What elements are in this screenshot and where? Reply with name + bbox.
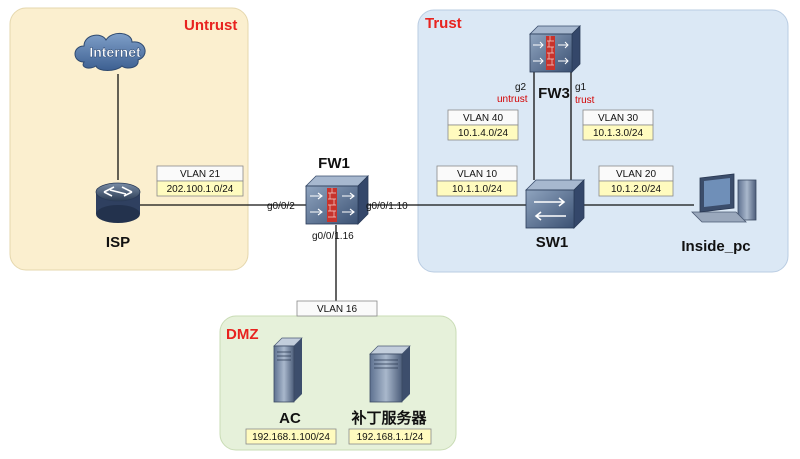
fw3-port-g1: g1: [575, 82, 587, 93]
isp-label: ISP: [106, 234, 130, 251]
vlan10-label: VLAN 10: [457, 169, 497, 180]
ac-ip: 192.168.1.100/24: [252, 432, 330, 443]
patch-server-ip: 192.168.1.1/24: [357, 432, 424, 443]
vlan20-box: [598, 165, 674, 197]
vlan30-box: [582, 109, 654, 141]
router-icon: [95, 182, 141, 223]
vlan16-label: VLAN 16: [317, 304, 357, 315]
patch-ip-box: [348, 428, 432, 445]
patch-server-label: 补丁服务器: [350, 409, 427, 427]
zone-title-untrust: Untrust: [184, 17, 237, 34]
fw1-port-g002: g0/0/2: [267, 201, 295, 212]
vlan16-box: [296, 300, 378, 317]
firewall-icon: [529, 25, 581, 73]
server-icon: [273, 337, 303, 403]
links: [117, 72, 694, 301]
switch-icon: [525, 179, 585, 229]
fw3-label: FW3: [538, 85, 570, 102]
vlan20-label: VLAN 20: [616, 169, 656, 180]
vlan40-box: [447, 109, 519, 141]
pc-icon: [691, 173, 757, 223]
vlan21-box: [156, 165, 244, 197]
vlan20-subnet: 10.1.2.0/24: [611, 184, 661, 195]
fw3-g1-zone: trust: [575, 95, 595, 106]
vlan21-label: VLAN 21: [180, 169, 220, 180]
fw1-label: FW1: [318, 155, 350, 172]
vlan21-subnet: 202.100.1.0/24: [167, 184, 234, 195]
zone-title-trust: Trust: [425, 15, 462, 32]
cloud-icon: [74, 33, 146, 71]
vlan10-box: [436, 165, 518, 197]
fw1-port-g0016: g0/0/1.16: [312, 231, 354, 242]
vlan30-label: VLAN 30: [598, 113, 638, 124]
fw1-port-g0011: g0/0/1.10: [366, 201, 408, 212]
zone-title-dmz: DMZ: [226, 326, 259, 343]
internet-label: Internet: [89, 44, 141, 60]
fw3-port-g2: g2: [515, 82, 527, 93]
vlan40-subnet: 10.1.4.0/24: [458, 128, 508, 139]
vlan30-subnet: 10.1.3.0/24: [593, 128, 643, 139]
fw3-g2-zone: untrust: [497, 94, 528, 105]
vlan10-subnet: 10.1.1.0/24: [452, 184, 502, 195]
trust-zone: [417, 9, 789, 273]
ac-ip-box: [245, 428, 337, 445]
server-icon: [369, 345, 411, 403]
firewall-icon: [305, 175, 369, 225]
inside-pc-label: Inside_pc: [681, 238, 750, 255]
sw1-label: SW1: [536, 234, 569, 251]
vlan40-label: VLAN 40: [463, 113, 503, 124]
ac-label: AC: [279, 410, 301, 427]
